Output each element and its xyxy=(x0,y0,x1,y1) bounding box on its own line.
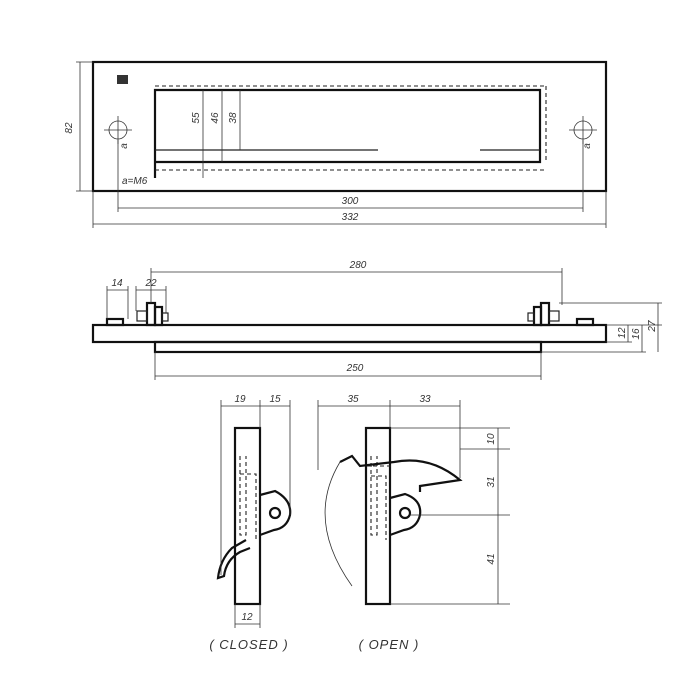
slot-outline xyxy=(153,88,542,178)
closed-flap xyxy=(216,539,251,580)
dim-16: 16 xyxy=(631,328,642,340)
dim-33: 33 xyxy=(419,394,431,405)
open-caption: ( OPEN ) xyxy=(359,637,420,652)
open-hinge xyxy=(389,492,422,537)
dim-12: 12 xyxy=(617,327,628,339)
dim-250: 250 xyxy=(346,363,364,374)
swing-arc xyxy=(324,461,353,587)
dim-300: 300 xyxy=(342,196,359,207)
side-bracket-right xyxy=(539,301,551,327)
open-flap xyxy=(339,454,463,492)
hole-spec: a=M6 xyxy=(122,176,148,187)
side-tab-left xyxy=(105,317,125,327)
dim-82: 82 xyxy=(64,122,75,134)
dim-15: 15 xyxy=(269,394,281,405)
side-bolt-left xyxy=(136,310,148,322)
dim-19: 19 xyxy=(234,394,246,405)
dim-35: 35 xyxy=(347,394,359,405)
front-view: 55 46 38 a a a=M6 82 300 332 xyxy=(64,60,608,228)
open-pivot xyxy=(398,506,412,520)
side-bolt-right xyxy=(548,310,560,322)
dim-280: 280 xyxy=(349,260,367,271)
dim-46: 46 xyxy=(210,112,221,124)
side-bracket-left xyxy=(145,301,157,327)
logo-mark xyxy=(117,75,128,84)
hole-label-left: a xyxy=(119,143,130,149)
dim-10: 10 xyxy=(486,433,497,445)
front-plate-outline xyxy=(91,60,608,193)
side-plate xyxy=(91,323,608,344)
closed-detail: 19 15 12 ( CLOSED ) xyxy=(209,394,292,652)
closed-plate xyxy=(233,426,262,606)
open-detail: 35 33 10 31 41 ( OPEN ) xyxy=(317,394,510,652)
dim-332: 332 xyxy=(342,212,359,223)
hole-label-right: a xyxy=(582,143,593,149)
dim-41: 41 xyxy=(486,553,497,564)
dim-38: 38 xyxy=(228,112,239,124)
side-tab-right xyxy=(575,317,595,327)
dim-27: 27 xyxy=(647,320,658,333)
closed-pivot xyxy=(268,506,282,520)
dim-31: 31 xyxy=(486,476,497,487)
dim-12-closed: 12 xyxy=(241,612,253,623)
side-flap xyxy=(153,340,543,354)
open-plate xyxy=(364,426,392,606)
side-view: 14 22 280 250 12 16 27 xyxy=(91,260,662,380)
closed-caption: ( CLOSED ) xyxy=(209,637,288,652)
closed-hinge xyxy=(259,489,292,537)
dim-14: 14 xyxy=(111,278,123,289)
dim-55: 55 xyxy=(191,112,202,124)
